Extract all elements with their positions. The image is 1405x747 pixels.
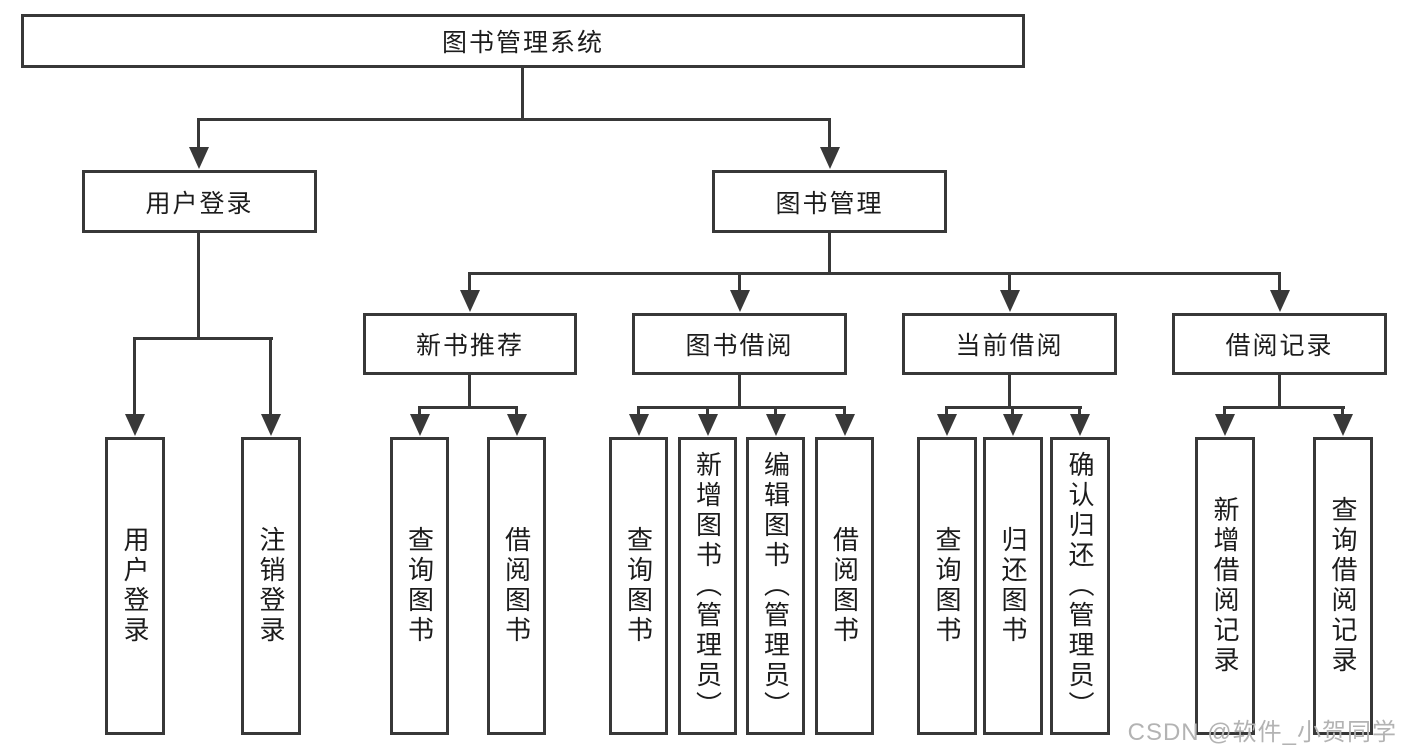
connector-drop-leaf bbox=[418, 406, 421, 418]
arrow-down-icon bbox=[1333, 414, 1353, 436]
arrow-down-icon bbox=[1215, 414, 1235, 436]
node-book-management: 图书管理 bbox=[712, 170, 947, 233]
node-book-borrow: 图书借阅 bbox=[632, 313, 847, 375]
arrow-down-icon bbox=[410, 414, 430, 436]
connector-root-rail bbox=[197, 118, 831, 121]
connector-drop-newbook bbox=[468, 272, 471, 296]
connector-newbook-rail bbox=[418, 406, 518, 409]
connector-records-rail bbox=[1223, 406, 1345, 409]
connector-user-login-rail bbox=[133, 337, 273, 340]
csdn-watermark: CSDN @软件_小贺同学 bbox=[1127, 719, 1397, 746]
connector-drop-leaf bbox=[515, 406, 518, 418]
connector-drop-leaf bbox=[1223, 406, 1226, 418]
leaf-add-books-admin: 新增图书（管理员） bbox=[678, 437, 737, 735]
leaf-edit-books-admin: 编辑图书（管理员） bbox=[746, 437, 805, 735]
arrow-down-icon bbox=[460, 290, 480, 312]
connector-drop-leaf bbox=[945, 406, 948, 418]
arrow-down-icon bbox=[820, 147, 840, 169]
connector-drop-borrow bbox=[738, 272, 741, 296]
connector-drop-current bbox=[1008, 272, 1011, 296]
node-user-login: 用户登录 bbox=[82, 170, 317, 233]
connector-drop-leaf bbox=[637, 406, 640, 418]
connector-newbook-stem bbox=[468, 375, 471, 408]
arrow-down-icon bbox=[189, 147, 209, 169]
connector-drop-book-mgmt bbox=[828, 118, 831, 150]
arrow-down-icon bbox=[730, 290, 750, 312]
arrow-down-icon bbox=[261, 414, 281, 436]
connector-drop-leaf bbox=[1341, 406, 1344, 418]
node-new-book-recommend: 新书推荐 bbox=[363, 313, 577, 375]
leaf-borrow-books: 借阅图书 bbox=[815, 437, 874, 735]
leaf-borrow-books-recommend: 借阅图书 bbox=[487, 437, 546, 735]
connector-drop-leaf bbox=[774, 406, 777, 418]
leaf-query-books-current: 查询图书 bbox=[917, 437, 977, 735]
connector-drop-leaf bbox=[1011, 406, 1014, 418]
arrow-down-icon bbox=[1000, 290, 1020, 312]
connector-drop-leaf bbox=[843, 406, 846, 418]
connector-drop-leaf bbox=[1078, 406, 1081, 418]
leaf-add-borrow-record: 新增借阅记录 bbox=[1195, 437, 1255, 735]
connector-root-stem bbox=[521, 68, 524, 120]
leaf-return-books: 归还图书 bbox=[983, 437, 1043, 735]
connector-drop-leaf bbox=[706, 406, 709, 418]
leaf-user-login: 用户登录 bbox=[105, 437, 165, 735]
arrow-down-icon bbox=[835, 414, 855, 436]
arrow-down-icon bbox=[507, 414, 527, 436]
leaf-query-books-borrow: 查询图书 bbox=[609, 437, 668, 735]
connector-borrow-rail bbox=[637, 406, 846, 409]
connector-current-stem bbox=[1008, 375, 1011, 408]
arrow-down-icon bbox=[1270, 290, 1290, 312]
arrow-down-icon bbox=[766, 414, 786, 436]
connector-drop-records bbox=[1278, 272, 1281, 296]
connector-book-mgmt-rail bbox=[468, 272, 1281, 275]
node-current-borrow: 当前借阅 bbox=[902, 313, 1117, 375]
leaf-confirm-return-admin: 确认归还（管理员） bbox=[1050, 437, 1110, 735]
leaf-logout: 注销登录 bbox=[241, 437, 301, 735]
arrow-down-icon bbox=[629, 414, 649, 436]
arrow-down-icon bbox=[1003, 414, 1023, 436]
arrow-down-icon bbox=[1070, 414, 1090, 436]
node-library-system: 图书管理系统 bbox=[21, 14, 1025, 68]
arrow-down-icon bbox=[125, 414, 145, 436]
connector-records-stem bbox=[1278, 375, 1281, 408]
leaf-query-borrow-record: 查询借阅记录 bbox=[1313, 437, 1373, 735]
leaf-query-books-recommend: 查询图书 bbox=[390, 437, 449, 735]
arrow-down-icon bbox=[937, 414, 957, 436]
connector-borrow-stem bbox=[738, 375, 741, 408]
connector-drop-user-login bbox=[197, 118, 200, 150]
connector-user-login-stem bbox=[197, 233, 200, 339]
connector-drop-leaf bbox=[269, 337, 272, 415]
node-borrow-records: 借阅记录 bbox=[1172, 313, 1387, 375]
connector-drop-leaf bbox=[133, 337, 136, 415]
connector-book-mgmt-stem bbox=[828, 233, 831, 274]
arrow-down-icon bbox=[698, 414, 718, 436]
